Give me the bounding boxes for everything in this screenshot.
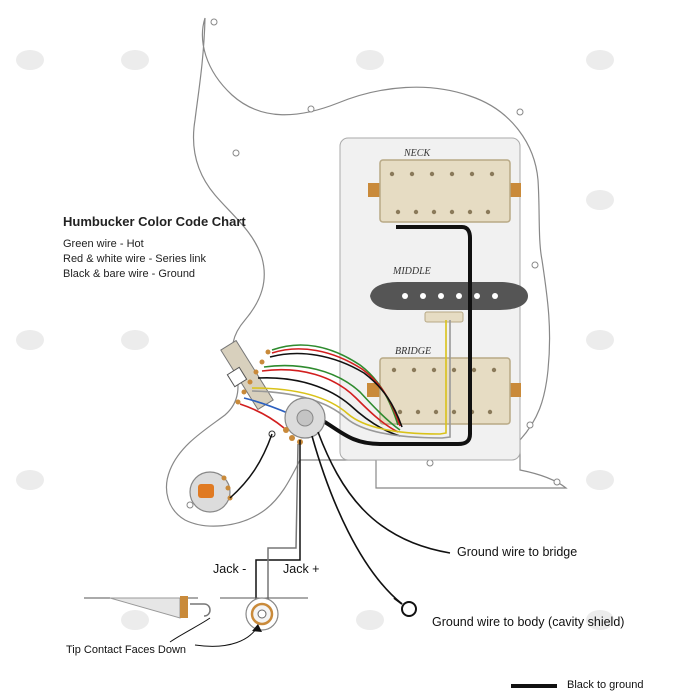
middle-single-coil xyxy=(370,282,528,323)
screw-hole xyxy=(210,18,218,26)
neck-humbucker xyxy=(368,159,521,223)
screw-hole xyxy=(531,261,539,269)
screw-hole xyxy=(232,149,240,157)
ground-body-wire xyxy=(311,435,403,605)
jack-minus-wire xyxy=(255,440,301,606)
tip-contact-arrow-2 xyxy=(169,617,211,643)
output-jack xyxy=(220,597,308,631)
legend-black-line xyxy=(511,684,557,688)
ground-body-label: Ground wire to body (cavity shield) xyxy=(432,615,625,629)
tip-contact-label: Tip Contact Faces Down xyxy=(66,644,187,656)
jack-plus-wire xyxy=(267,443,299,600)
screw-hole xyxy=(526,421,534,429)
watermark-group xyxy=(16,50,614,630)
watermark-mark xyxy=(16,50,44,70)
jack-minus-label: Jack - xyxy=(213,562,247,576)
watermark-mark xyxy=(121,610,149,630)
watermark-mark xyxy=(16,470,44,490)
screw-hole xyxy=(426,459,434,467)
watermark-mark xyxy=(356,610,384,630)
screw-hole xyxy=(307,105,315,113)
screw-hole xyxy=(516,108,524,116)
color-chart-line-2: Red & white wire - Series link xyxy=(63,253,207,265)
screw-hole xyxy=(186,501,194,509)
ground-lug xyxy=(393,597,417,617)
watermark-mark xyxy=(586,610,614,630)
tone-pot xyxy=(189,433,273,513)
watermark-mark xyxy=(586,50,614,70)
volume-pot xyxy=(268,397,326,445)
watermark-mark xyxy=(121,330,149,350)
ground-bridge-wire xyxy=(317,431,451,554)
watermark-mark xyxy=(586,330,614,350)
tip-contact-arrow xyxy=(194,625,259,647)
ground-bridge-label: Ground wire to bridge xyxy=(457,545,578,559)
tip-contact-arrowhead xyxy=(252,624,262,632)
jack-side-view xyxy=(84,596,211,619)
jack-plus-label: Jack + xyxy=(283,562,320,576)
switch-wires xyxy=(239,320,451,439)
neck-label: NECK xyxy=(403,148,431,159)
color-chart-line-1: Green wire - Hot xyxy=(63,238,144,250)
color-chart-title: Humbucker Color Code Chart xyxy=(63,214,246,229)
watermark-mark xyxy=(16,330,44,350)
middle-label: MIDDLE xyxy=(392,266,431,277)
watermark-mark xyxy=(356,50,384,70)
color-chart-line-3: Black & bare wire - Ground xyxy=(63,268,196,280)
legend-black-label: Black to ground xyxy=(567,679,644,691)
bridge-label: BRIDGE xyxy=(395,346,431,357)
screw-hole xyxy=(553,478,561,486)
watermark-mark xyxy=(121,50,149,70)
five-way-switch xyxy=(220,339,274,411)
watermark-mark xyxy=(586,470,614,490)
bridge-humbucker xyxy=(367,357,521,425)
watermark-mark xyxy=(586,190,614,210)
neck-ground-wire xyxy=(317,225,472,446)
